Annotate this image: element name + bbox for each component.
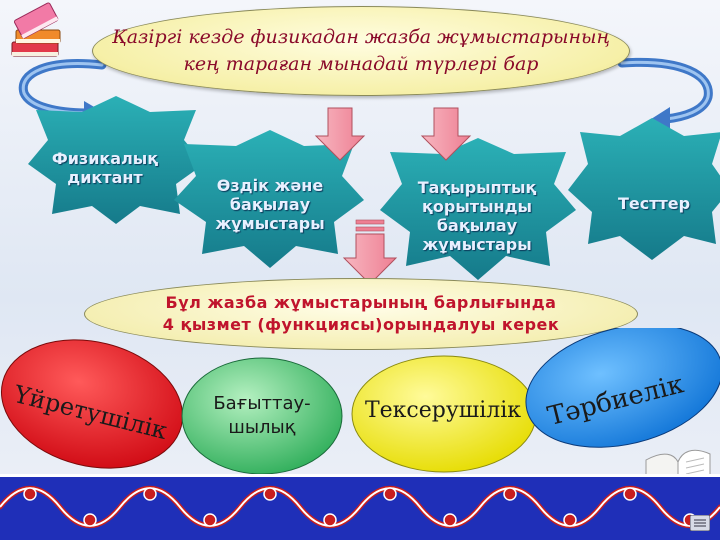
function-label-2-line: шылық — [228, 417, 296, 438]
function-label-2: Бағыттау- шылық — [196, 392, 328, 440]
menu-icon[interactable] — [690, 515, 710, 531]
down-arrow-2 — [420, 107, 472, 161]
summary-line-1: Бұл жазба жұмыстарының барлығында — [165, 293, 557, 312]
type-label-3: Тақырыптық қорытынды бақылау жұмыстары — [392, 170, 562, 262]
type-label-1-line: Физикалық — [51, 149, 159, 168]
right-curve-arrow — [617, 57, 713, 131]
down-arrow-3 — [342, 219, 398, 285]
function-label-2-line: Бағыттау- — [213, 393, 311, 414]
type-label-1-line: диктант — [67, 168, 143, 187]
type-label-3-line: жұмыстары — [422, 235, 532, 254]
summary-line-2: 4 қызмет (функциясы)орындалуы керек — [162, 315, 560, 334]
function-label-3: Тексерушілік — [364, 398, 522, 423]
types-star-shapes — [28, 96, 720, 280]
type-label-4: Тесттер — [596, 188, 712, 218]
type-label-2-line: бақылау — [229, 194, 311, 214]
type-label-3-line: бақылау — [436, 216, 518, 235]
type-star-1 — [28, 96, 204, 224]
type-label-3-line: Тақырыптық — [417, 178, 537, 197]
function-ellipse-4 — [525, 328, 720, 448]
type-label-1: Физикалық диктант — [30, 140, 180, 196]
title-line-1: Қазіргі кезде физикадан жазба жұмыстарын… — [111, 26, 610, 48]
function-ellipses — [0, 328, 720, 475]
ornament-border — [0, 474, 720, 540]
ornament-pattern — [0, 474, 720, 540]
type-star-3 — [380, 138, 576, 280]
books-icon — [11, 2, 61, 57]
summary-oval: Бұл жазба жұмыстарының барлығында 4 қызм… — [84, 278, 638, 350]
type-label-3-line: қорытынды — [422, 197, 532, 216]
type-label-2-line: жұмыстары — [215, 213, 325, 233]
type-star-4 — [568, 118, 720, 260]
title-line-2: кең тараған мынадай түрлері бар — [183, 53, 539, 75]
type-label-4-line: Тесттер — [617, 193, 691, 213]
type-label-2: Өздік және бақылау жұмыстары — [190, 170, 350, 238]
down-arrow-1 — [314, 107, 366, 161]
title-oval: Қазіргі кезде физикадан жазба жұмыстарын… — [92, 6, 630, 96]
function-ellipse-1 — [0, 339, 184, 469]
type-label-2-line: Өздік және — [216, 175, 324, 195]
type-star-2 — [174, 130, 364, 268]
